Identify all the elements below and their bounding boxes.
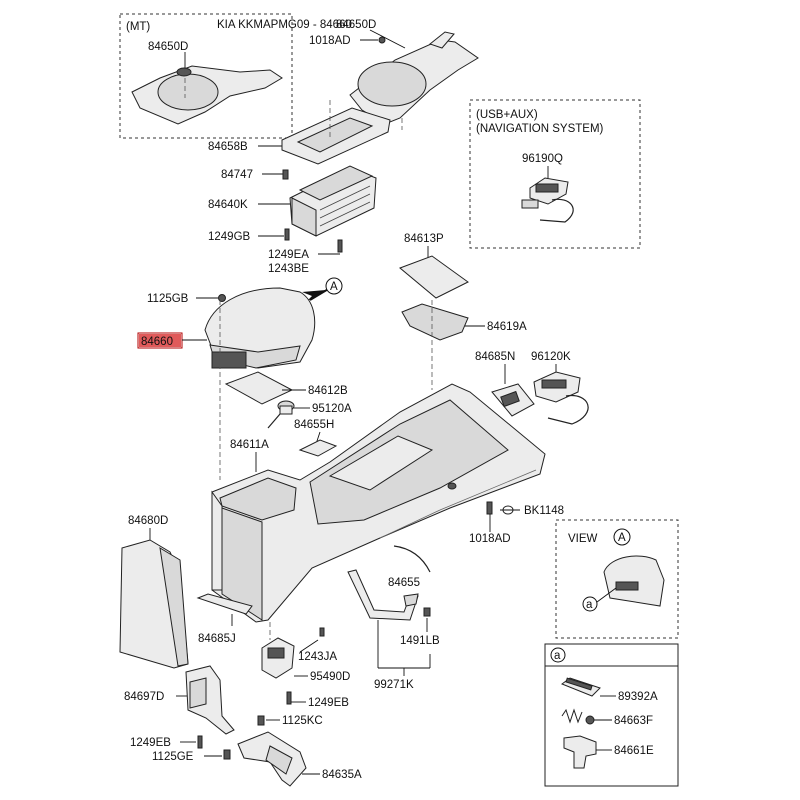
label-84661E: 84661E (614, 745, 654, 757)
label-1491LB: 1491LB (400, 635, 440, 647)
detail-letter: a (554, 650, 561, 662)
usb-jack-96120K (533, 371, 589, 425)
plate-84612B (224, 371, 294, 405)
navigation-inset-box (469, 99, 641, 249)
view-a-box (555, 519, 679, 639)
side-panel-84680D (119, 539, 189, 669)
mt-label: (MT) (126, 21, 150, 33)
view-callout-letter: a (586, 599, 593, 611)
detail-a-box (544, 643, 679, 787)
label-1243BE: 1243BE (268, 263, 309, 275)
detail-letter-circle (550, 647, 566, 663)
view-callout-circle (582, 596, 598, 612)
label-1125GB: 1125GB (147, 293, 189, 305)
mat-84619A (401, 303, 469, 341)
screw-1249EB-a-icon (286, 691, 292, 705)
shift-bezel-mt (131, 65, 283, 125)
label-1249EB-a: 1249EB (308, 697, 349, 709)
label-84650D: 84650D (336, 19, 376, 31)
label-95490D: 95490D (310, 671, 350, 683)
latch-89392A (560, 677, 601, 697)
label-84613P: 84613P (404, 233, 444, 245)
console-body-84611A (211, 383, 546, 623)
armrest-view-a (603, 555, 665, 607)
trim-84685J (196, 593, 253, 615)
label-99271K: 99271K (374, 679, 414, 691)
screw-1249GB-icon (284, 228, 290, 241)
storage-box-84640K (289, 165, 377, 237)
label-1249EA: 1249EA (268, 249, 309, 261)
label-84680D: 84680D (128, 515, 168, 527)
label-84660-highlighted: 84660 (141, 336, 173, 348)
bolt-1125KC-icon (257, 715, 265, 726)
highlight-box (137, 332, 183, 349)
screw-1018AD-mid-icon (486, 501, 493, 515)
label-96120K: 96120K (531, 351, 571, 363)
armrest-lid-84660[interactable] (204, 287, 316, 369)
tray-84658B (281, 107, 391, 165)
bolt-1491LB-icon (423, 607, 431, 617)
nav-line1: (USB+AUX) (476, 109, 538, 121)
module-95490D (261, 637, 295, 679)
label-84640K: 84640K (208, 199, 248, 211)
view-arrow-letter: A (330, 281, 338, 293)
label-95120A: 95120A (312, 403, 352, 415)
highlight-fill (139, 334, 181, 347)
view-arrow-A: A (302, 277, 343, 302)
label-1243JA: 1243JA (298, 651, 337, 663)
usb-aux-jack-96190Q (521, 177, 574, 223)
pad-84613P (399, 255, 469, 299)
view-circle-letter: A (618, 532, 626, 544)
label-84635A: 84635A (322, 769, 362, 781)
label-1249GB: 1249GB (208, 231, 251, 243)
screw-1249EA-icon (337, 239, 343, 253)
label-84685J: 84685J (198, 633, 236, 645)
label-BK1148: BK1148 (524, 505, 564, 517)
label-1018AD-top: 1018AD (309, 35, 351, 47)
label-84655: 84655 (388, 577, 420, 589)
label-84619A: 84619A (487, 321, 527, 333)
screw-1018AD-icon (378, 36, 386, 44)
spring-84663F (561, 708, 595, 725)
clip-84747-icon (282, 169, 289, 180)
cover-84655H (298, 439, 338, 457)
view-title: VIEW (568, 533, 598, 545)
screw-1125GB-icon (218, 294, 226, 302)
label-1249EB-b: 1249EB (130, 737, 171, 749)
label-1125KC: 1125KC (282, 715, 323, 727)
mt-inset-box (119, 13, 293, 139)
view-circle (613, 528, 631, 546)
label-84612B: 84612B (308, 385, 348, 397)
bracket-84635A (237, 731, 307, 787)
label-84658B: 84658B (208, 141, 248, 153)
label-84747: 84747 (221, 169, 253, 181)
bracket-84697D (185, 665, 235, 735)
screw-1243JA-icon (319, 627, 325, 637)
label-84663F: 84663F (614, 715, 653, 727)
label-84650D-mt: 84650D (148, 41, 188, 53)
clip-BK1148-icon (502, 505, 514, 515)
bolt-1125GE-icon (223, 749, 231, 760)
label-96190Q: 96190Q (522, 153, 563, 165)
screw-1249EB-b-icon (197, 735, 203, 749)
console-bezel-upper (349, 31, 479, 125)
wire-84655 (393, 545, 431, 573)
label-84611A: 84611A (230, 439, 269, 451)
bracket-99271K (347, 569, 419, 621)
diagram-title: KIA KKMAPMG09 - 84660 (217, 19, 352, 31)
bezel-84685N (491, 383, 535, 417)
nav-line2: (NAVIGATION SYSTEM) (476, 123, 604, 135)
label-84655H: 84655H (294, 419, 334, 431)
label-89392A: 89392A (618, 691, 658, 703)
lever-84661E (563, 735, 597, 769)
label-1125GE: 1125GE (152, 751, 194, 763)
power-outlet-95120A (267, 400, 295, 429)
label-1018AD-mid: 1018AD (469, 533, 511, 545)
label-84697D: 84697D (124, 691, 164, 703)
label-84685N: 84685N (475, 351, 515, 363)
